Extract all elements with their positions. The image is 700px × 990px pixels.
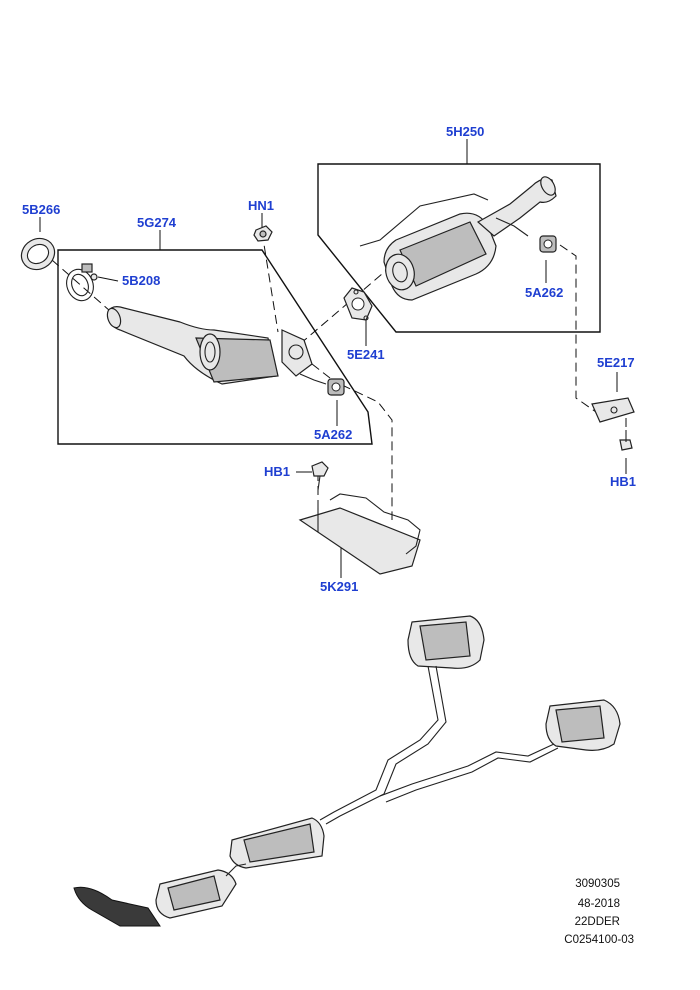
dpf-assembly-5h250: [359, 176, 557, 301]
callout-5b266[interactable]: 5B266: [22, 202, 61, 217]
hanger-5a262-lower: [327, 378, 345, 396]
front-pipe-5g274: [106, 306, 327, 385]
clamp-5b208: [66, 263, 98, 302]
reference-model-code: 22DDER: [574, 916, 620, 928]
callout-hb1-right[interactable]: HB1: [610, 474, 637, 489]
bolt-hb1-right: [619, 430, 633, 451]
callout-5a262-lower[interactable]: 5A262: [314, 427, 353, 442]
reference-illustration-code: C0254100-03: [564, 934, 634, 946]
reference-date: 48-2018: [577, 898, 620, 910]
leader-lines: [39, 139, 627, 578]
hanger-5a262-upper: [539, 235, 557, 253]
nut-hn1: [253, 225, 273, 242]
reference-number: 3090305: [575, 878, 620, 890]
callout-hb1-left[interactable]: HB1: [264, 464, 291, 479]
gasket-5b266: [20, 237, 56, 271]
callout-5k291[interactable]: 5K291: [320, 579, 359, 594]
callout-hn1[interactable]: HN1: [248, 198, 275, 213]
gasket-5e241: [343, 287, 373, 321]
exhaust-system-overview: [73, 615, 621, 927]
callout-5e217[interactable]: 5E217: [597, 355, 635, 370]
group-box-5g274: [57, 249, 373, 445]
callout-5h250[interactable]: 5H250: [446, 124, 485, 139]
callout-5a262-upper[interactable]: 5A262: [525, 285, 564, 300]
callout-5e241[interactable]: 5E241: [347, 347, 385, 362]
callout-5b208[interactable]: 5B208: [122, 273, 161, 288]
group-box-5h250: [317, 163, 601, 333]
callout-5g274[interactable]: 5G274: [137, 215, 177, 230]
heat-shield-5k291: [298, 493, 421, 575]
bolt-hb1-left: [311, 461, 329, 491]
bracket-5e217: [591, 397, 635, 423]
